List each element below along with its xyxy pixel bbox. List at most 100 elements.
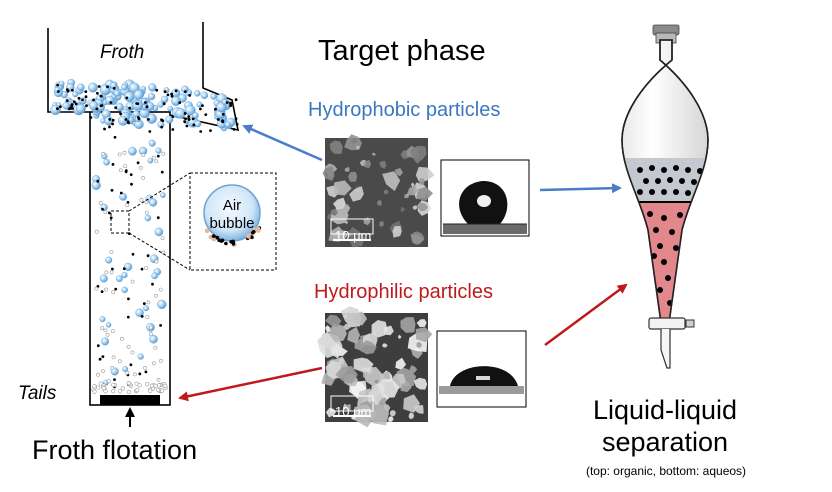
froth-bubble xyxy=(157,101,164,108)
column-particle xyxy=(129,363,133,367)
bubble-attached-particle xyxy=(204,228,210,234)
sem-grain xyxy=(412,205,418,210)
froth-particle xyxy=(97,85,101,88)
froth-particle xyxy=(183,120,187,123)
column-bubble xyxy=(103,158,110,166)
sem-grain xyxy=(342,204,350,212)
froth-particle xyxy=(100,94,103,98)
sem-grain xyxy=(392,226,402,238)
tails-particle xyxy=(162,383,168,389)
bubble-attached-particle xyxy=(251,231,255,235)
organic-particle-dot xyxy=(661,167,667,173)
froth-bubble xyxy=(192,112,199,119)
froth-particle xyxy=(214,107,217,111)
sem-grain xyxy=(379,221,385,227)
hydrophilic-label: Hydrophilic particles xyxy=(314,281,493,303)
column-particle xyxy=(113,378,116,381)
hydrophilic-particle xyxy=(98,201,103,206)
froth-particle xyxy=(68,107,71,111)
sem-grain xyxy=(332,197,346,210)
hydrophilic-particle xyxy=(156,377,161,382)
froth-bubble xyxy=(167,105,174,112)
sem-grain xyxy=(394,168,403,177)
froth-particle xyxy=(57,90,60,93)
hydrophilic-particle xyxy=(158,358,163,363)
column-particle xyxy=(156,216,160,220)
column-particle xyxy=(160,125,164,129)
zoom-line-top xyxy=(128,172,191,212)
column-particle xyxy=(160,170,164,174)
sem-grain xyxy=(383,189,389,195)
froth-particle xyxy=(225,101,229,104)
hydrophilic-particle xyxy=(141,153,146,158)
column-particle xyxy=(119,191,123,195)
froth-particle xyxy=(95,107,99,111)
froth-particle xyxy=(184,117,188,121)
sem-grain xyxy=(410,145,427,164)
hydrophilic-particle xyxy=(117,152,122,157)
organic-particle-dot xyxy=(637,167,643,173)
froth-particle xyxy=(187,115,191,118)
column-particles xyxy=(91,125,168,395)
sem-grain xyxy=(322,166,335,182)
aqueous-particle-dot xyxy=(691,217,697,223)
hydrophilic-particle xyxy=(160,236,165,241)
sem-grain xyxy=(374,379,379,384)
air-bubble-label-line1: Air xyxy=(223,197,241,214)
liquid-liquid-title-line2: separation xyxy=(602,427,728,457)
froth-particle xyxy=(56,107,59,111)
tails-particle xyxy=(134,381,139,386)
froth-particle xyxy=(77,96,81,100)
hydrophilic-particle xyxy=(144,266,149,271)
column-particle xyxy=(96,179,100,183)
froth-particle xyxy=(145,105,149,109)
hydrophilic-particle xyxy=(146,300,151,305)
froth-particle xyxy=(178,101,182,104)
froth-bubble xyxy=(72,91,79,98)
tails-particle xyxy=(101,386,106,391)
hydrophilic-particle xyxy=(120,336,124,341)
sem-grain xyxy=(388,416,394,422)
sem-grain xyxy=(328,323,347,343)
froth-flotation-title: Froth flotation xyxy=(32,435,197,465)
sem-grain xyxy=(334,180,352,196)
organic-particle-dot xyxy=(673,165,679,171)
froth-particle xyxy=(163,90,167,94)
froth-particle xyxy=(204,113,208,116)
froth-bubble xyxy=(132,99,144,111)
tails-particle xyxy=(111,382,116,387)
column-particle xyxy=(148,130,152,133)
sem-grain xyxy=(414,405,424,414)
organic-particle-dot xyxy=(661,189,667,195)
tails-particle xyxy=(126,389,131,395)
hydrophobic-label: Hydrophobic particles xyxy=(308,99,500,121)
organic-particle-dot xyxy=(685,190,691,196)
froth-particle xyxy=(162,102,166,106)
hydrophilic-particle xyxy=(105,332,110,337)
column-bubble xyxy=(99,274,108,283)
froth-particle xyxy=(125,96,129,100)
froth-particle xyxy=(166,93,170,97)
hydrophilic-particle xyxy=(125,370,130,375)
liquid-liquid-title-line1: Liquid-liquid xyxy=(593,395,737,425)
funnel-stem xyxy=(660,329,671,369)
froth-bubble xyxy=(171,96,181,106)
tails-particle xyxy=(120,386,125,391)
scale-bar-label-top: 10 μm xyxy=(335,228,371,243)
sem-grain xyxy=(356,145,360,150)
froth-particle xyxy=(160,118,163,122)
substrate-top xyxy=(443,224,527,234)
aqueous-particle-dot xyxy=(669,229,675,235)
tails-particle xyxy=(117,389,123,394)
froth-particle xyxy=(174,89,178,93)
bubble-attached-particle xyxy=(211,236,217,242)
column-bubble xyxy=(160,192,166,198)
column-particle xyxy=(138,372,142,376)
sem-grain xyxy=(395,357,407,370)
organic-particle-dot xyxy=(667,177,673,183)
hydrophilic-particle xyxy=(94,286,99,291)
target-phase-title: Target phase xyxy=(318,35,486,67)
froth-particle xyxy=(71,88,74,92)
column-particle xyxy=(130,182,133,186)
column-bubble xyxy=(155,147,162,154)
